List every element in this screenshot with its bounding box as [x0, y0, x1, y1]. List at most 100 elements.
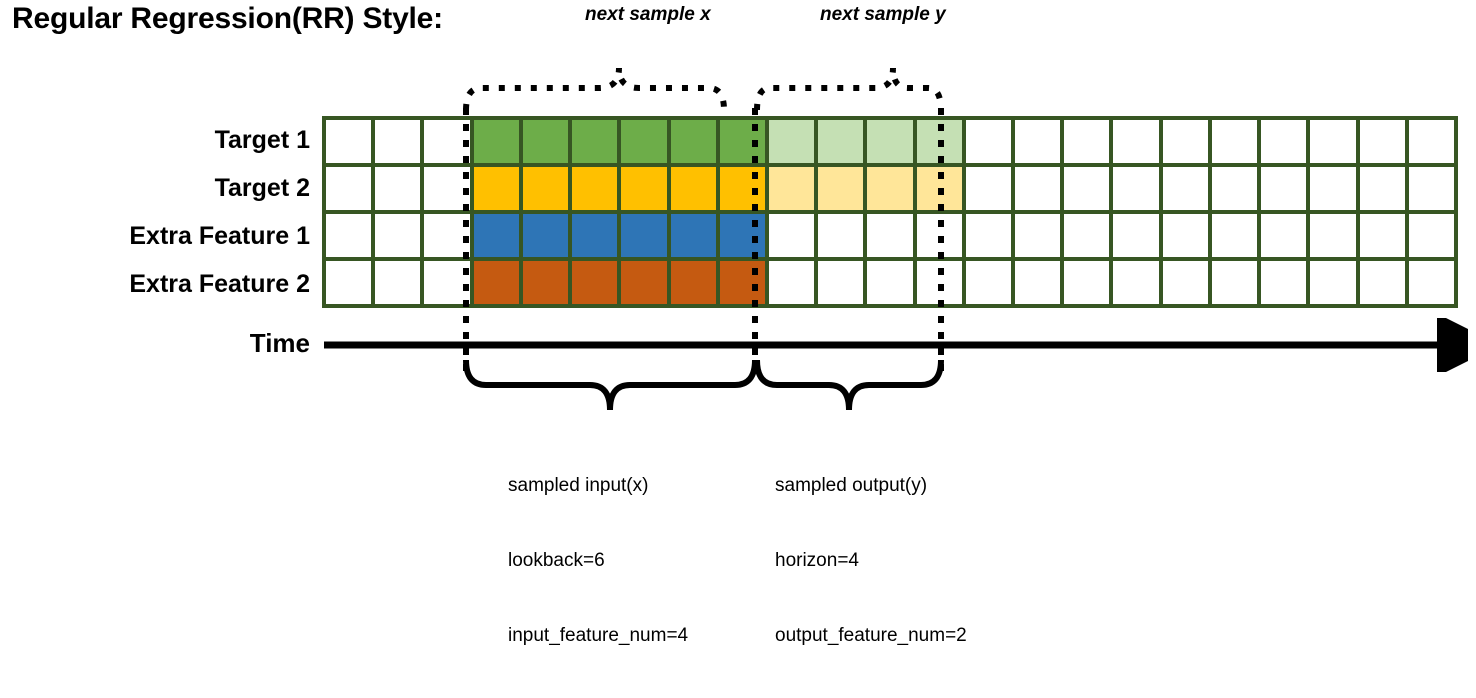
caption-output-line-1: sampled output(y)	[775, 475, 928, 496]
grid-cell	[965, 120, 1012, 163]
grid-cell	[1408, 214, 1454, 257]
grid-cell	[719, 214, 765, 257]
grid-cell	[867, 167, 913, 210]
grid-cell	[1211, 214, 1258, 257]
grid-cell	[719, 120, 765, 163]
grid-cell	[1310, 214, 1356, 257]
grid-cell	[1359, 167, 1405, 210]
grid-cell	[1310, 167, 1356, 210]
grid-cell	[768, 167, 815, 210]
grid-cell	[621, 167, 667, 210]
grid-cell	[1015, 167, 1061, 210]
annotation-next-sample-x: next sample x	[585, 4, 711, 25]
grid-cell	[522, 167, 569, 210]
grid-cell	[768, 214, 815, 257]
grid-cell	[670, 214, 716, 257]
grid-cell	[1261, 167, 1307, 210]
grid-cell	[916, 120, 962, 163]
grid-cell	[818, 120, 864, 163]
grid-cell	[1113, 214, 1159, 257]
grid-cell	[572, 167, 618, 210]
grid-cell	[1064, 261, 1110, 304]
grid-cell	[1408, 120, 1454, 163]
grid-cell	[916, 214, 962, 257]
grid-cell	[867, 261, 913, 304]
grid-cell	[1310, 261, 1356, 304]
row-label-target-2: Target 2	[214, 174, 310, 202]
grid-cell	[522, 120, 569, 163]
grid-cell	[473, 167, 519, 210]
grid-cell	[621, 120, 667, 163]
grid-cell	[916, 261, 962, 304]
grid-cell	[572, 214, 618, 257]
grid-cell	[1064, 120, 1110, 163]
grid-cell	[1211, 261, 1258, 304]
brace-next-sample-y	[754, 67, 944, 111]
grid-cell	[867, 120, 913, 163]
grid-cell	[1064, 167, 1110, 210]
grid-cell	[1359, 214, 1405, 257]
grid-cell	[1162, 261, 1208, 304]
grid-cell	[818, 167, 864, 210]
grid-cell	[1408, 261, 1454, 304]
grid-cell	[1113, 167, 1159, 210]
grid-cell	[326, 167, 372, 210]
grid-cell	[1015, 261, 1061, 304]
grid-cell	[1162, 120, 1208, 163]
grid-cell	[621, 261, 667, 304]
row-label-target-1: Target 1	[214, 126, 310, 154]
grid-cell	[424, 120, 470, 163]
grid-cell	[375, 167, 421, 210]
grid-cell	[326, 214, 372, 257]
grid-cell	[965, 214, 1012, 257]
brace-next-sample-x	[463, 67, 727, 111]
grid-cell	[1359, 261, 1405, 304]
grid-cell	[572, 261, 618, 304]
grid-cell	[1162, 214, 1208, 257]
grid-cell	[424, 214, 470, 257]
grid-cell	[1211, 167, 1258, 210]
grid-cell	[1015, 120, 1061, 163]
annotation-next-sample-y: next sample y	[820, 4, 946, 25]
grid-cell	[326, 120, 372, 163]
grid-cell	[424, 167, 470, 210]
grid-cell	[916, 167, 962, 210]
caption-output-line-3: output_feature_num=2	[775, 625, 967, 646]
grid-cell	[473, 214, 519, 257]
grid-cell	[1261, 214, 1307, 257]
grid-cell	[719, 167, 765, 210]
grid-cell	[473, 120, 519, 163]
grid-cell	[719, 261, 765, 304]
grid-cell	[1408, 167, 1454, 210]
grid-cell	[818, 214, 864, 257]
diagram-canvas: Regular Regression(RR) Style: next sampl…	[0, 2, 1468, 646]
grid-cell	[375, 120, 421, 163]
caption-input-line-3: input_feature_num=4	[508, 625, 689, 646]
caption-input-line-2: lookback=6	[508, 550, 605, 571]
grid-cell	[965, 261, 1012, 304]
page-title: Regular Regression(RR) Style:	[12, 2, 443, 35]
grid-cell	[473, 261, 519, 304]
grid-cell	[572, 120, 618, 163]
row-label-column: Target 1 Target 2 Extra Feature 1 Extra …	[0, 116, 310, 308]
grid-cell	[375, 261, 421, 304]
grid-cell	[621, 214, 667, 257]
row-label-extra-feature-1: Extra Feature 1	[129, 222, 310, 250]
grid-cell	[522, 214, 569, 257]
grid-cell	[1359, 120, 1405, 163]
grid-cell	[522, 261, 569, 304]
grid-cell	[965, 167, 1012, 210]
grid-cell	[326, 261, 372, 304]
grid-cell	[1261, 261, 1307, 304]
grid-cell	[867, 214, 913, 257]
grid-cell	[1310, 120, 1356, 163]
grid-cell	[1162, 167, 1208, 210]
grid-cell	[375, 214, 421, 257]
grid-cell	[424, 261, 470, 304]
grid-cell	[818, 261, 864, 304]
timeseries-grid	[322, 116, 1458, 308]
caption-sampled-output: sampled output(y) horizon=4 output_featu…	[775, 423, 967, 698]
grid-cell	[670, 120, 716, 163]
grid-cell	[670, 261, 716, 304]
row-label-extra-feature-2: Extra Feature 2	[129, 270, 310, 298]
